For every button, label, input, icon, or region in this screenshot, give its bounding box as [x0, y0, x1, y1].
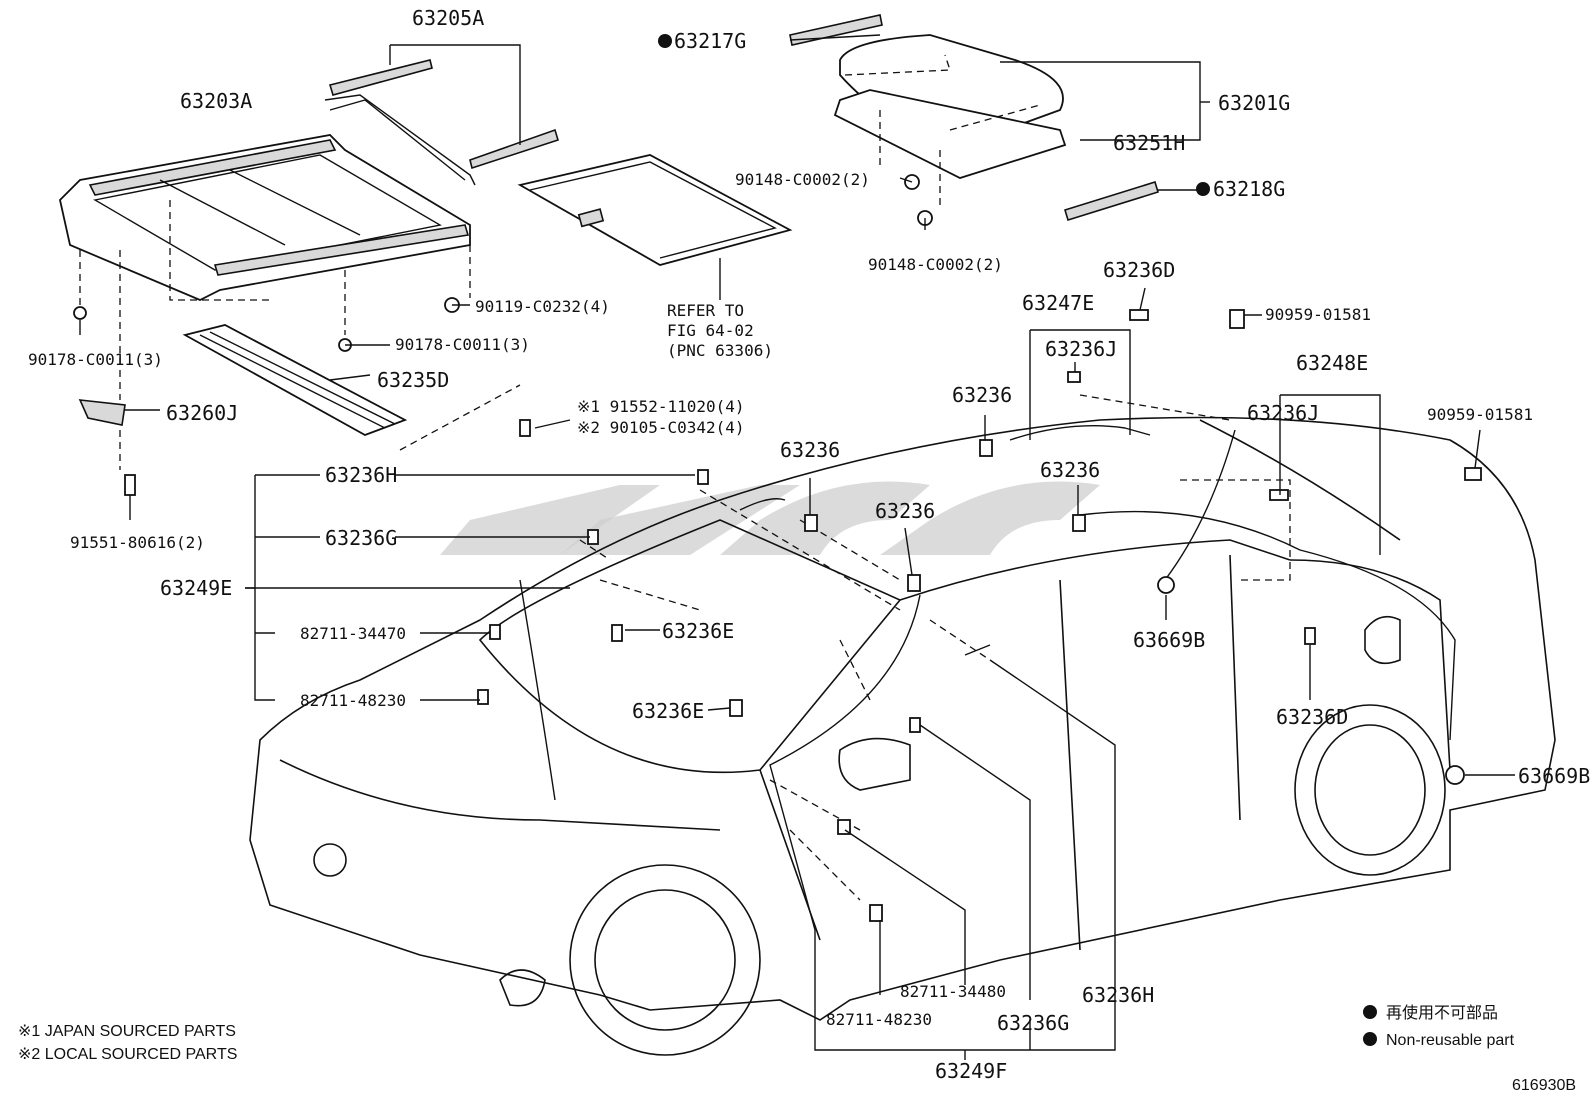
sunroof-rails-63205A [324, 59, 559, 186]
label-63236H-bot: 63236H [1082, 983, 1154, 1007]
footnotes: ※1 JAPAN SOURCED PARTS ※2 LOCAL SOURCED … [18, 1023, 237, 1063]
legend-japanese: 再使用不可部品 [1386, 1004, 1498, 1022]
label-90959-b: 90959-01581 [1427, 405, 1533, 424]
legend: 再使用不可部品 Non-reusable part [1386, 1004, 1515, 1049]
harness-lines [519, 394, 1456, 931]
label-63669B-a: 63669B [1133, 628, 1205, 652]
label-82711-48230-a: 82711-48230 [300, 691, 406, 710]
label-63248E: 63248E [1296, 351, 1368, 375]
drain-tray-63235D [182, 324, 408, 436]
label-refer-3: (PNC 63306) [667, 341, 773, 360]
label-82711-34470: 82711-34470 [300, 624, 406, 643]
note-local-sourced: ※2 LOCAL SOURCED PARTS [18, 1046, 237, 1063]
label-63236H-top: 63236H [325, 463, 397, 487]
label-90148-a: 90148-C0002(2) [735, 170, 870, 189]
label-63205A: 63205A [412, 6, 484, 30]
label-leaders [245, 287, 1515, 1060]
note-japan-sourced: ※1 JAPAN SOURCED PARTS [18, 1023, 236, 1040]
label-82711-34480: 82711-34480 [900, 982, 1006, 1001]
label-63260J: 63260J [166, 401, 238, 425]
car-body-outline [249, 416, 1556, 1056]
label-63236-c: 63236 [1040, 458, 1100, 482]
label-refer-1: REFER TO [667, 301, 744, 320]
label-63236-a: 63236 [952, 383, 1012, 407]
label-63669B-b: 63669B [1518, 764, 1590, 788]
label-90178-a: 90178-C0011(3) [28, 350, 163, 369]
weatherstrip-63217G [789, 14, 883, 46]
label-63203A: 63203A [180, 89, 252, 113]
label-63236-d: 63236 [875, 499, 935, 523]
label-91551: 91551-80616(2) [70, 533, 205, 552]
label-90959-a: 90959-01581 [1265, 305, 1371, 324]
label-90119: 90119-C0232(4) [475, 297, 610, 316]
label-90105: ※2 90105-C0342(4) [577, 418, 745, 437]
label-63236E-b: 63236E [632, 699, 704, 723]
clips [477, 309, 1482, 922]
sunroof-housing-63203A [59, 134, 471, 301]
label-63236J-a: 63236J [1045, 337, 1117, 361]
label-63247E: 63247E [1022, 291, 1094, 315]
label-63235D: 63235D [377, 368, 449, 392]
label-63236G-top: 63236G [325, 526, 397, 550]
label-63251H: 63251H [1113, 131, 1185, 155]
label-63217G: 63217G [674, 29, 746, 53]
label-63201G: 63201G [1218, 91, 1290, 115]
label-82711-48230-b: 82711-48230 [826, 1010, 932, 1029]
part-labels: 63205A 63203A 63217G 63201G 63251H 63218… [28, 6, 1590, 1083]
label-63218G: 63218G [1213, 177, 1285, 201]
label-90148-b: 90148-C0002(2) [868, 255, 1003, 274]
label-90178-b: 90178-C0011(3) [395, 335, 530, 354]
label-91552: ※1 91552-11020(4) [577, 397, 745, 416]
non-reusable-markers [658, 34, 1377, 1046]
label-63236-b: 63236 [780, 438, 840, 462]
label-63236D-top: 63236D [1103, 258, 1175, 282]
sunshade-panel [517, 154, 793, 266]
label-63236J-b: 63236J [1247, 401, 1319, 425]
legend-english: Non-reusable part [1386, 1032, 1515, 1049]
label-63249F: 63249F [935, 1059, 1007, 1083]
upper-leader-lines [79, 34, 1210, 520]
weatherstrip-63218G [1064, 180, 1159, 222]
label-refer-2: FIG 64-02 [667, 321, 754, 340]
label-63236G-bot: 63236G [997, 1011, 1069, 1035]
label-63236E-a: 63236E [662, 619, 734, 643]
label-63236D-bot: 63236D [1276, 705, 1348, 729]
label-63249E: 63249E [160, 576, 232, 600]
sunroof-glass-63201G [833, 34, 1067, 179]
figure-id: 616930B [1512, 1077, 1576, 1094]
watermark-logo [440, 481, 1100, 555]
